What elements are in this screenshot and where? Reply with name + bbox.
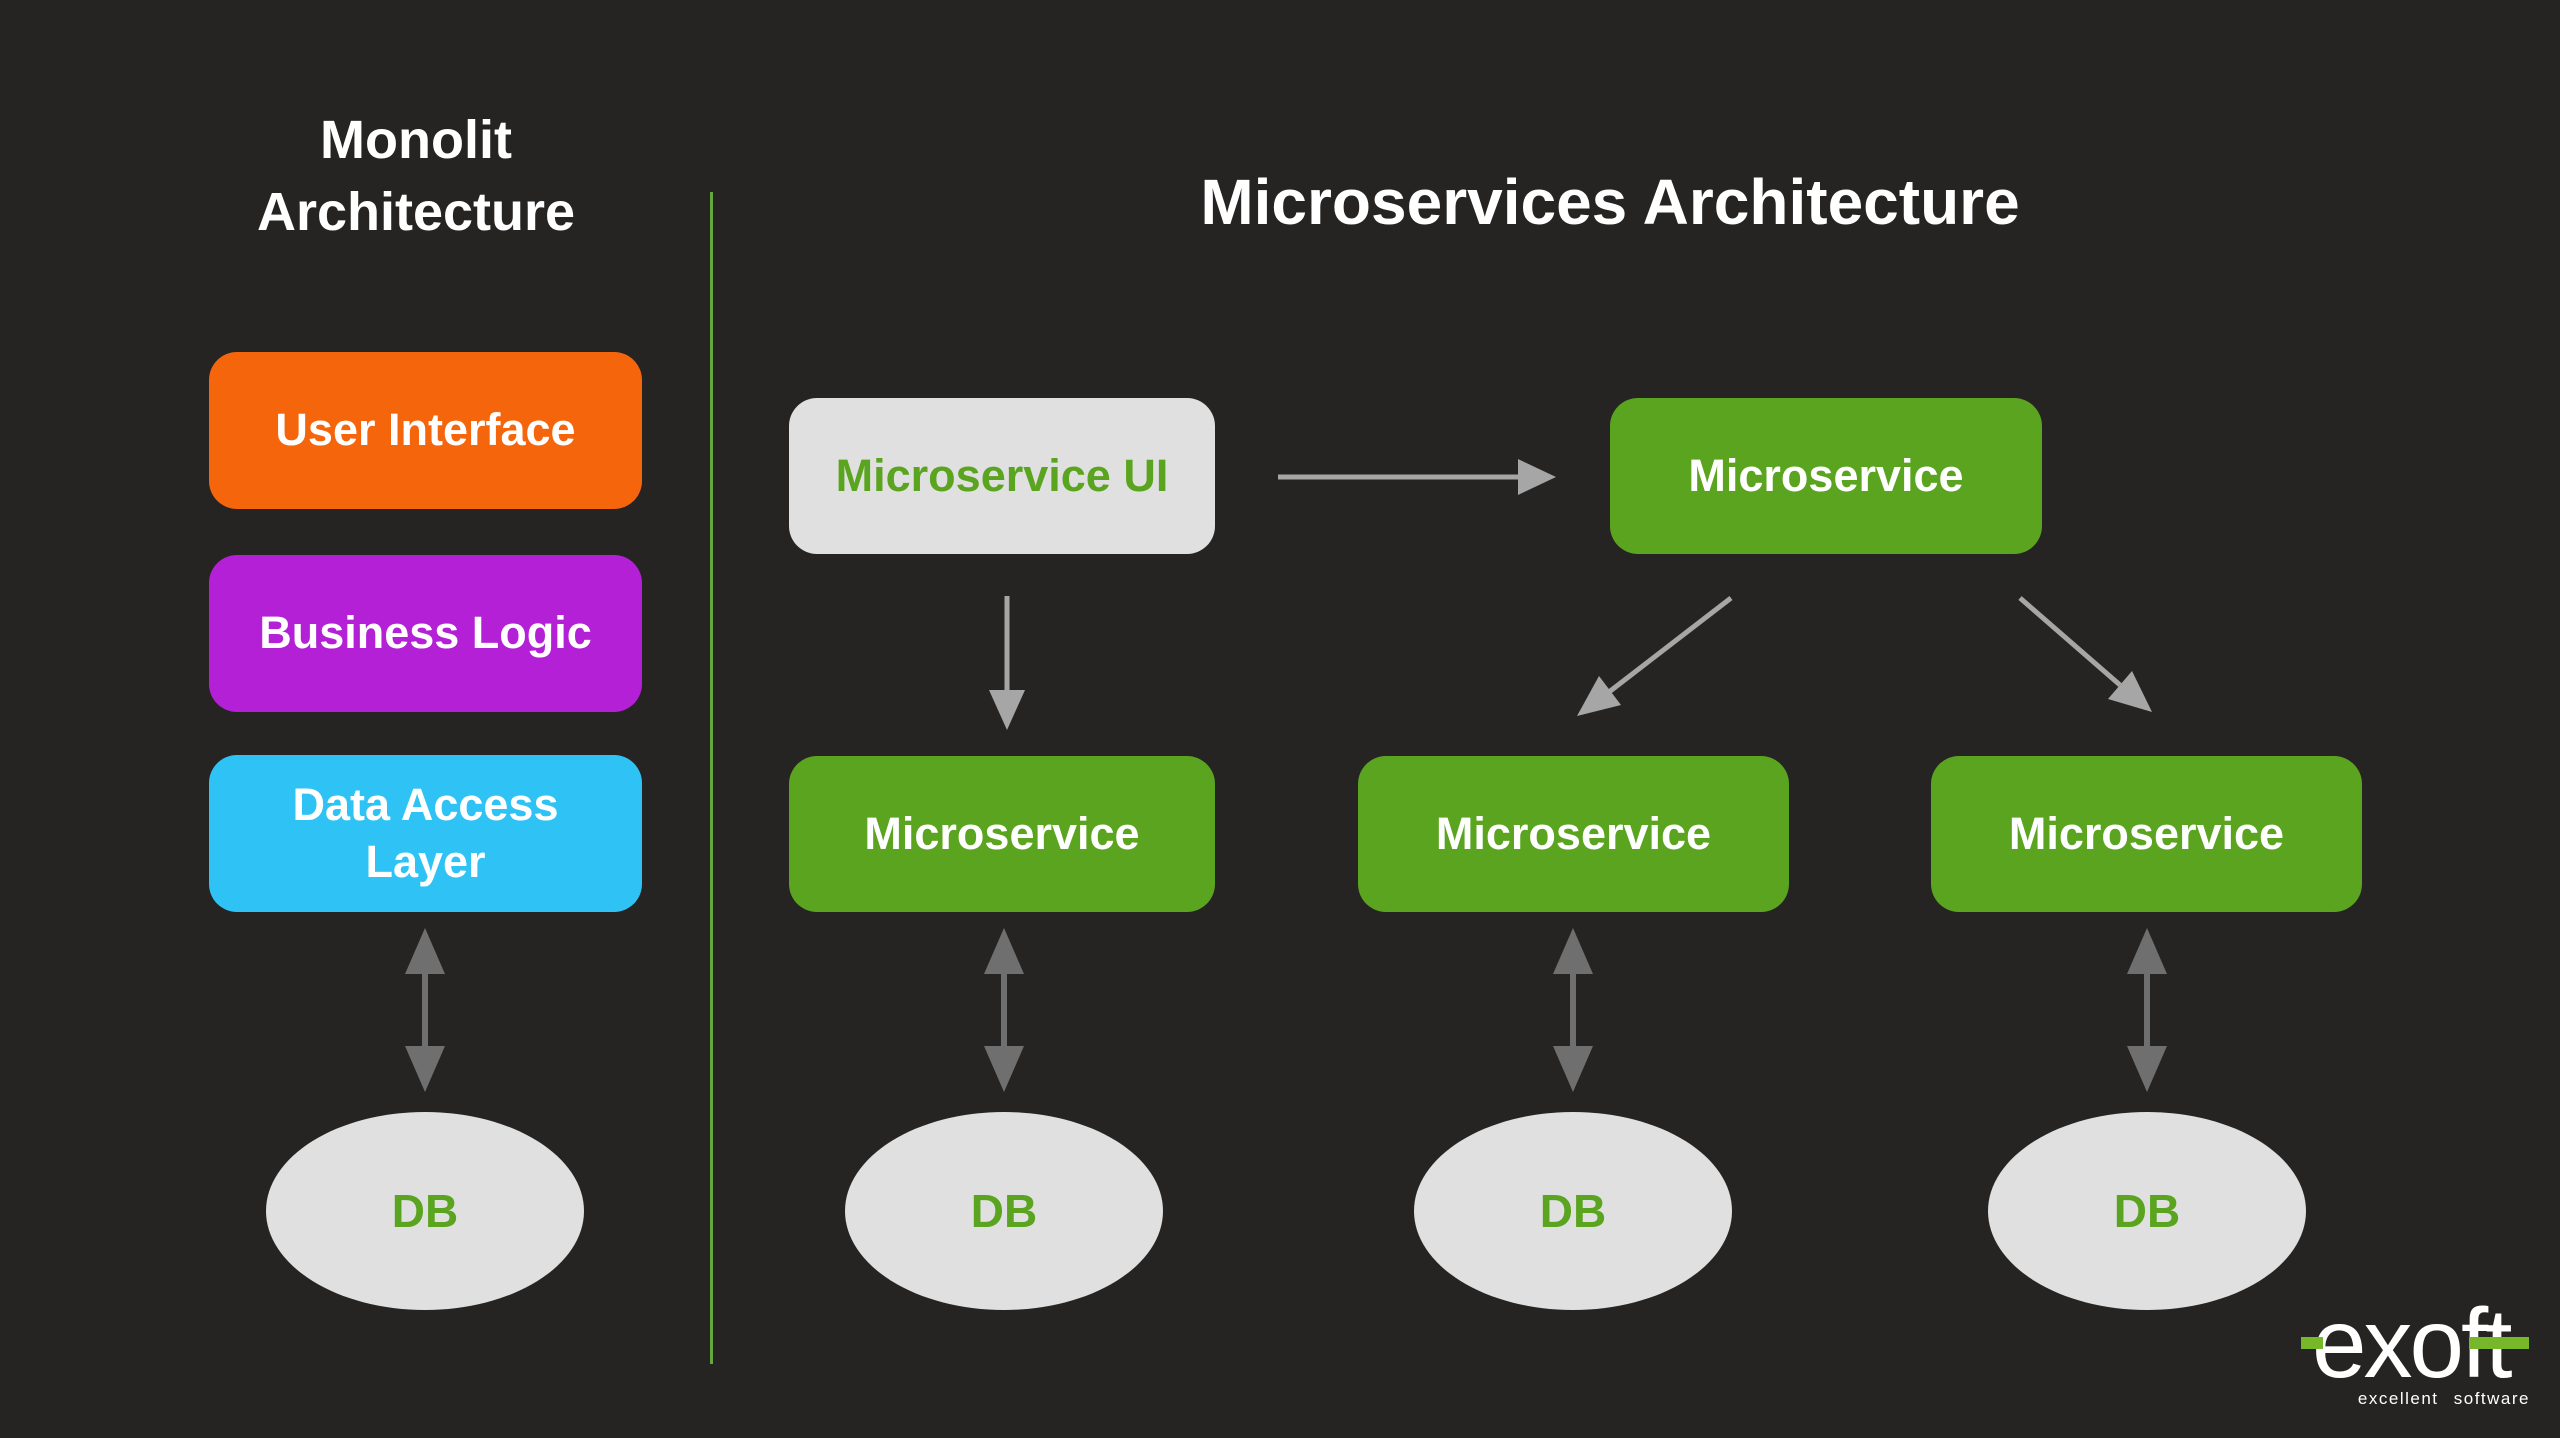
- microservice-label: Microservice: [864, 807, 1140, 859]
- arrow-gateway-to-microservice-2-icon: [1577, 596, 1733, 716]
- microservice-label: Microservice: [2008, 807, 2285, 859]
- db-label: DB: [391, 1185, 459, 1237]
- arrow-gateway-to-microservice-3-icon: [2018, 596, 2152, 712]
- logo-dash-icon: [2301, 1337, 2323, 1349]
- microservice-label: Microservice: [1688, 449, 1964, 501]
- monolith-title: Monolit Architecture: [256, 110, 576, 243]
- layer-label: Data Access Layer: [292, 779, 559, 887]
- layer-label: Business Logic: [259, 607, 592, 659]
- db-label: DB: [2113, 1185, 2181, 1237]
- arrow-ui-to-microservice-icon: [989, 596, 1025, 730]
- layer-box-data-access: Data Access Layer: [209, 755, 642, 912]
- db-link-arrow-3-icon: [2127, 928, 2167, 1092]
- arrow-ui-to-gateway-icon: [1278, 459, 1556, 495]
- microservice-box-1: Microservice: [789, 756, 1215, 912]
- db-label: DB: [970, 1185, 1038, 1237]
- layer-label: User Interface: [275, 404, 576, 456]
- db-label: DB: [1539, 1185, 1607, 1237]
- microservice-db-ellipse-3: DB: [1988, 1112, 2306, 1310]
- gateway-microservice-box: Microservice: [1610, 398, 2042, 554]
- layer-box-business-logic: Business Logic: [209, 555, 642, 712]
- monolith-db-ellipse: DB: [266, 1112, 584, 1310]
- microservice-box-3: Microservice: [1931, 756, 2362, 912]
- microservice-ui-box: Microservice UI: [789, 398, 1215, 554]
- microservices-title: Microservices Architecture: [1200, 166, 2020, 238]
- db-link-arrow-2-icon: [1553, 928, 1593, 1092]
- microservice-db-ellipse-1: DB: [845, 1112, 1163, 1310]
- microservice-db-ellipse-2: DB: [1414, 1112, 1732, 1310]
- db-link-arrow-monolith-icon: [405, 928, 445, 1092]
- logo-bar-icon: [2469, 1337, 2529, 1349]
- db-link-arrow-1-icon: [984, 928, 1024, 1092]
- microservice-label: Microservice: [1435, 807, 1712, 859]
- microservice-box-2: Microservice: [1358, 756, 1789, 912]
- logo-tagline: excellent software: [2357, 1389, 2530, 1408]
- layer-box-user-interface: User Interface: [209, 352, 642, 509]
- db-link-arrows: [405, 928, 2167, 1092]
- microservice-ui-label: Microservice UI: [835, 449, 1169, 501]
- flow-arrows: [989, 459, 2152, 730]
- divider-line: [710, 192, 713, 1364]
